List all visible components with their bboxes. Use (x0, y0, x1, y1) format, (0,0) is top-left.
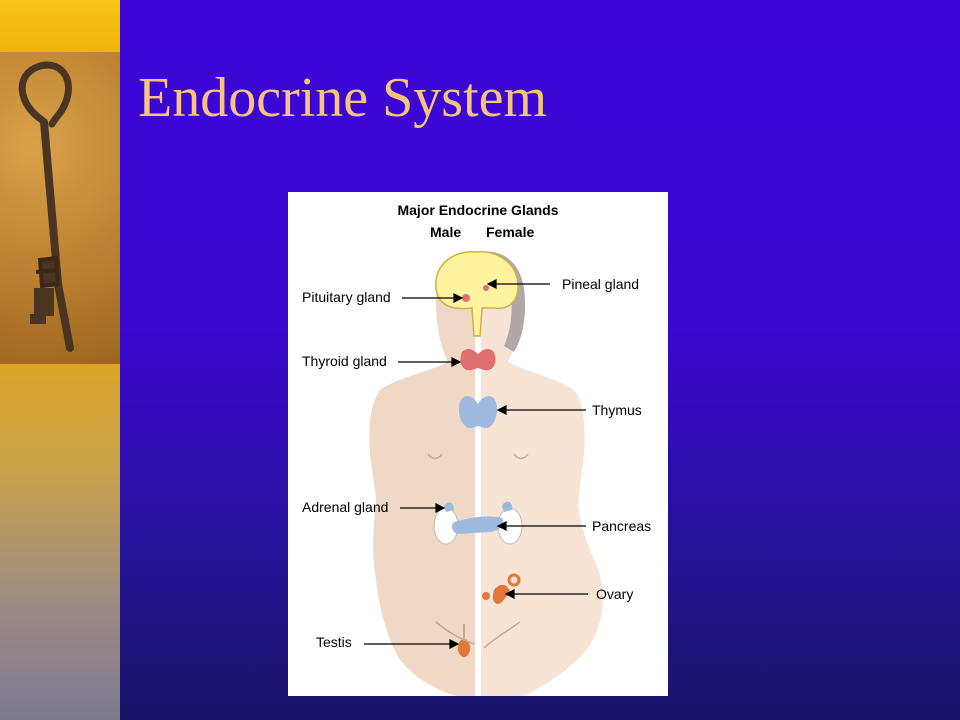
label-pituitary-gland: Pituitary gland (302, 289, 391, 305)
label-thymus: Thymus (592, 402, 642, 418)
thymus-shape (458, 396, 498, 429)
male-body-silhouette (369, 253, 478, 696)
diagram-title: Major Endocrine Glands (397, 202, 559, 218)
body-illustration (364, 251, 603, 696)
label-pineal-gland: Pineal gland (562, 276, 640, 292)
ovary-shape (492, 584, 510, 604)
skeleton-key-icon (0, 52, 120, 364)
endocrine-diagram: Major Endocrine Glands Male Female Pitui… (288, 192, 668, 696)
label-adrenal-gland: Adrenal gland (302, 499, 389, 515)
label-ovary: Ovary (596, 586, 634, 602)
slide-title: Endocrine System (138, 67, 548, 129)
label-pancreas: Pancreas (592, 518, 652, 534)
testis-shape (458, 639, 470, 657)
thyroid-shape (460, 348, 496, 371)
pancreas-shape (451, 516, 504, 534)
label-thyroid-gland: Thyroid gland (302, 353, 387, 369)
label-testis: Testis (316, 634, 352, 650)
side-accent-stripe (0, 0, 120, 54)
female-body-silhouette (478, 253, 603, 696)
female-label: Female (486, 224, 535, 240)
brain-shape (435, 251, 519, 337)
male-label: Male (430, 224, 462, 240)
